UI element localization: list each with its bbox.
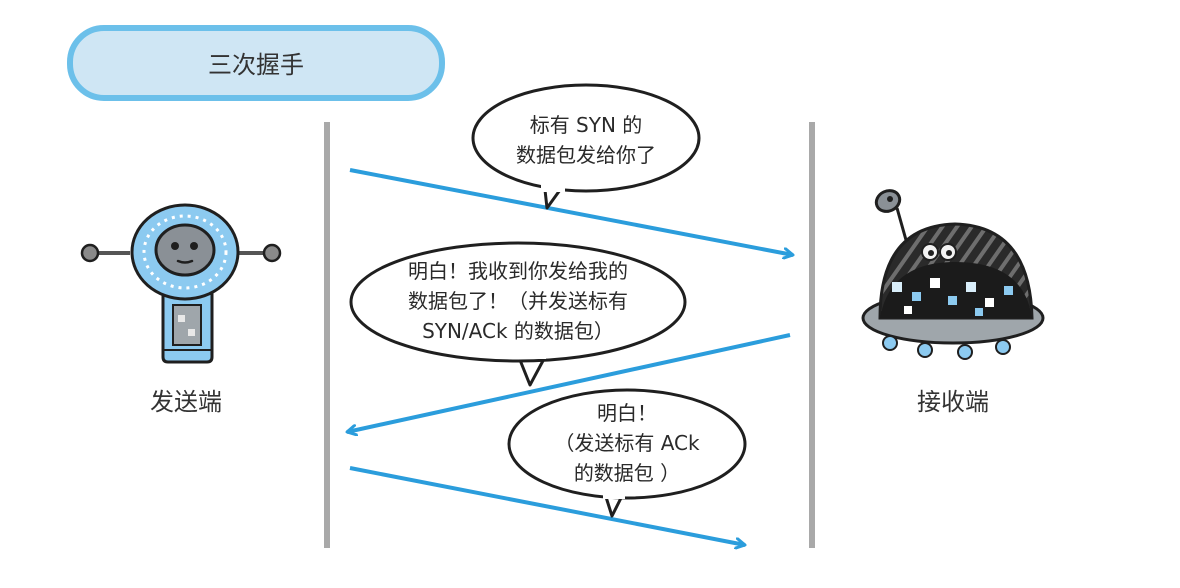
synack-bubble-line-2: 数据包了！（并发送标有 <box>408 289 628 313</box>
synack-speech-bubble: 明白！我收到你发给我的 数据包了！（并发送标有 SYN/ACk 的数据包） <box>349 241 687 387</box>
syn-bubble-line-1: 标有 SYN 的 <box>530 113 643 137</box>
title-banner: 三次握手 <box>67 25 445 101</box>
receiver-label: 接收端 <box>917 388 989 416</box>
syn-arrow <box>349 168 793 255</box>
title-text: 三次握手 <box>208 51 304 79</box>
syn-speech-bubble: 标有 SYN 的 数据包发给你了 <box>471 83 701 210</box>
sender-robot-icon <box>80 203 282 364</box>
ack-arrow <box>349 466 745 545</box>
synack-arrow <box>347 333 791 432</box>
ack-bubble-line-2: （发送标有 ACk <box>554 431 700 455</box>
ack-bubble-line-3: 的数据包 ） <box>574 461 680 485</box>
receiver-robot-icon <box>861 189 1045 360</box>
synack-bubble-line-1: 明白！我收到你发给我的 <box>408 259 628 283</box>
syn-bubble-line-2: 数据包发给你了 <box>516 143 656 167</box>
ack-speech-bubble: 明白！ （发送标有 ACk 的数据包 ） <box>507 388 747 518</box>
synack-bubble-line-3: SYN/ACk 的数据包） <box>422 319 614 343</box>
sender-label: 发送端 <box>150 388 222 416</box>
ack-bubble-line-1: 明白！ <box>597 401 657 425</box>
